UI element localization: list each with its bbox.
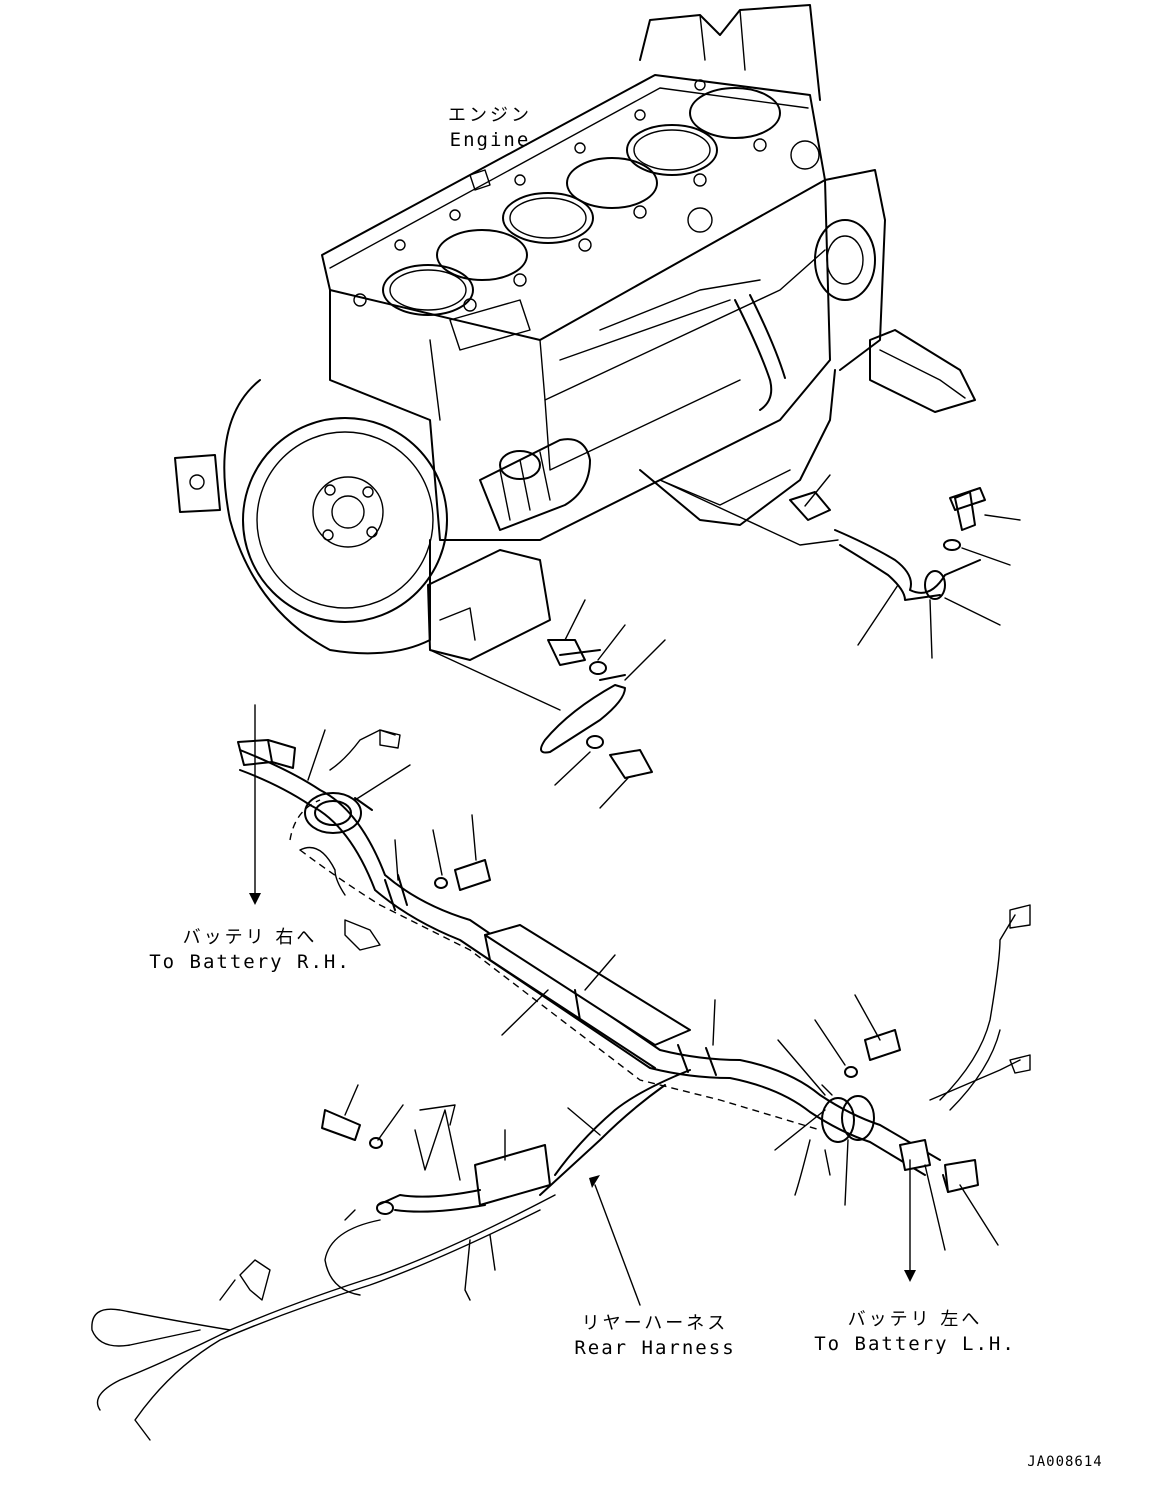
engine-block	[174, 4, 976, 661]
battery-rh-label-en: To Battery R.H.	[149, 951, 351, 973]
battery-lh-label-jp: バッテリ 左へ	[847, 1309, 983, 1330]
rear-harness-label-jp: リヤーハーネス	[581, 1313, 729, 1334]
battery-rh-label-jp: バッテリ 右へ	[182, 927, 318, 948]
drawing-code: JA008614	[1027, 1454, 1103, 1470]
leader-lines	[254, 704, 999, 1306]
battery-lh-label: バッテリ 左へ To Battery L.H.	[800, 1308, 1030, 1356]
starter-ground-cable	[429, 599, 666, 809]
rear-harness-arrow	[589, 1175, 600, 1188]
engine-label-en: Engine	[449, 129, 531, 151]
engine-label-jp: エンジン	[448, 105, 532, 126]
battery-lh-label-en: To Battery L.H.	[814, 1333, 1016, 1355]
battery-rh-arrow	[249, 893, 261, 905]
battery-lh-arrow	[904, 1270, 916, 1282]
rear-harness-label: リヤーハーネス Rear Harness	[555, 1312, 755, 1360]
engine-label: エンジン Engine	[420, 104, 560, 152]
battery-rh-label: バッテリ 右へ To Battery R.H.	[130, 926, 370, 974]
rear-harness-label-en: Rear Harness	[574, 1337, 736, 1359]
engine-ground-cable	[659, 474, 1021, 659]
rear-harness	[91, 729, 1031, 1441]
